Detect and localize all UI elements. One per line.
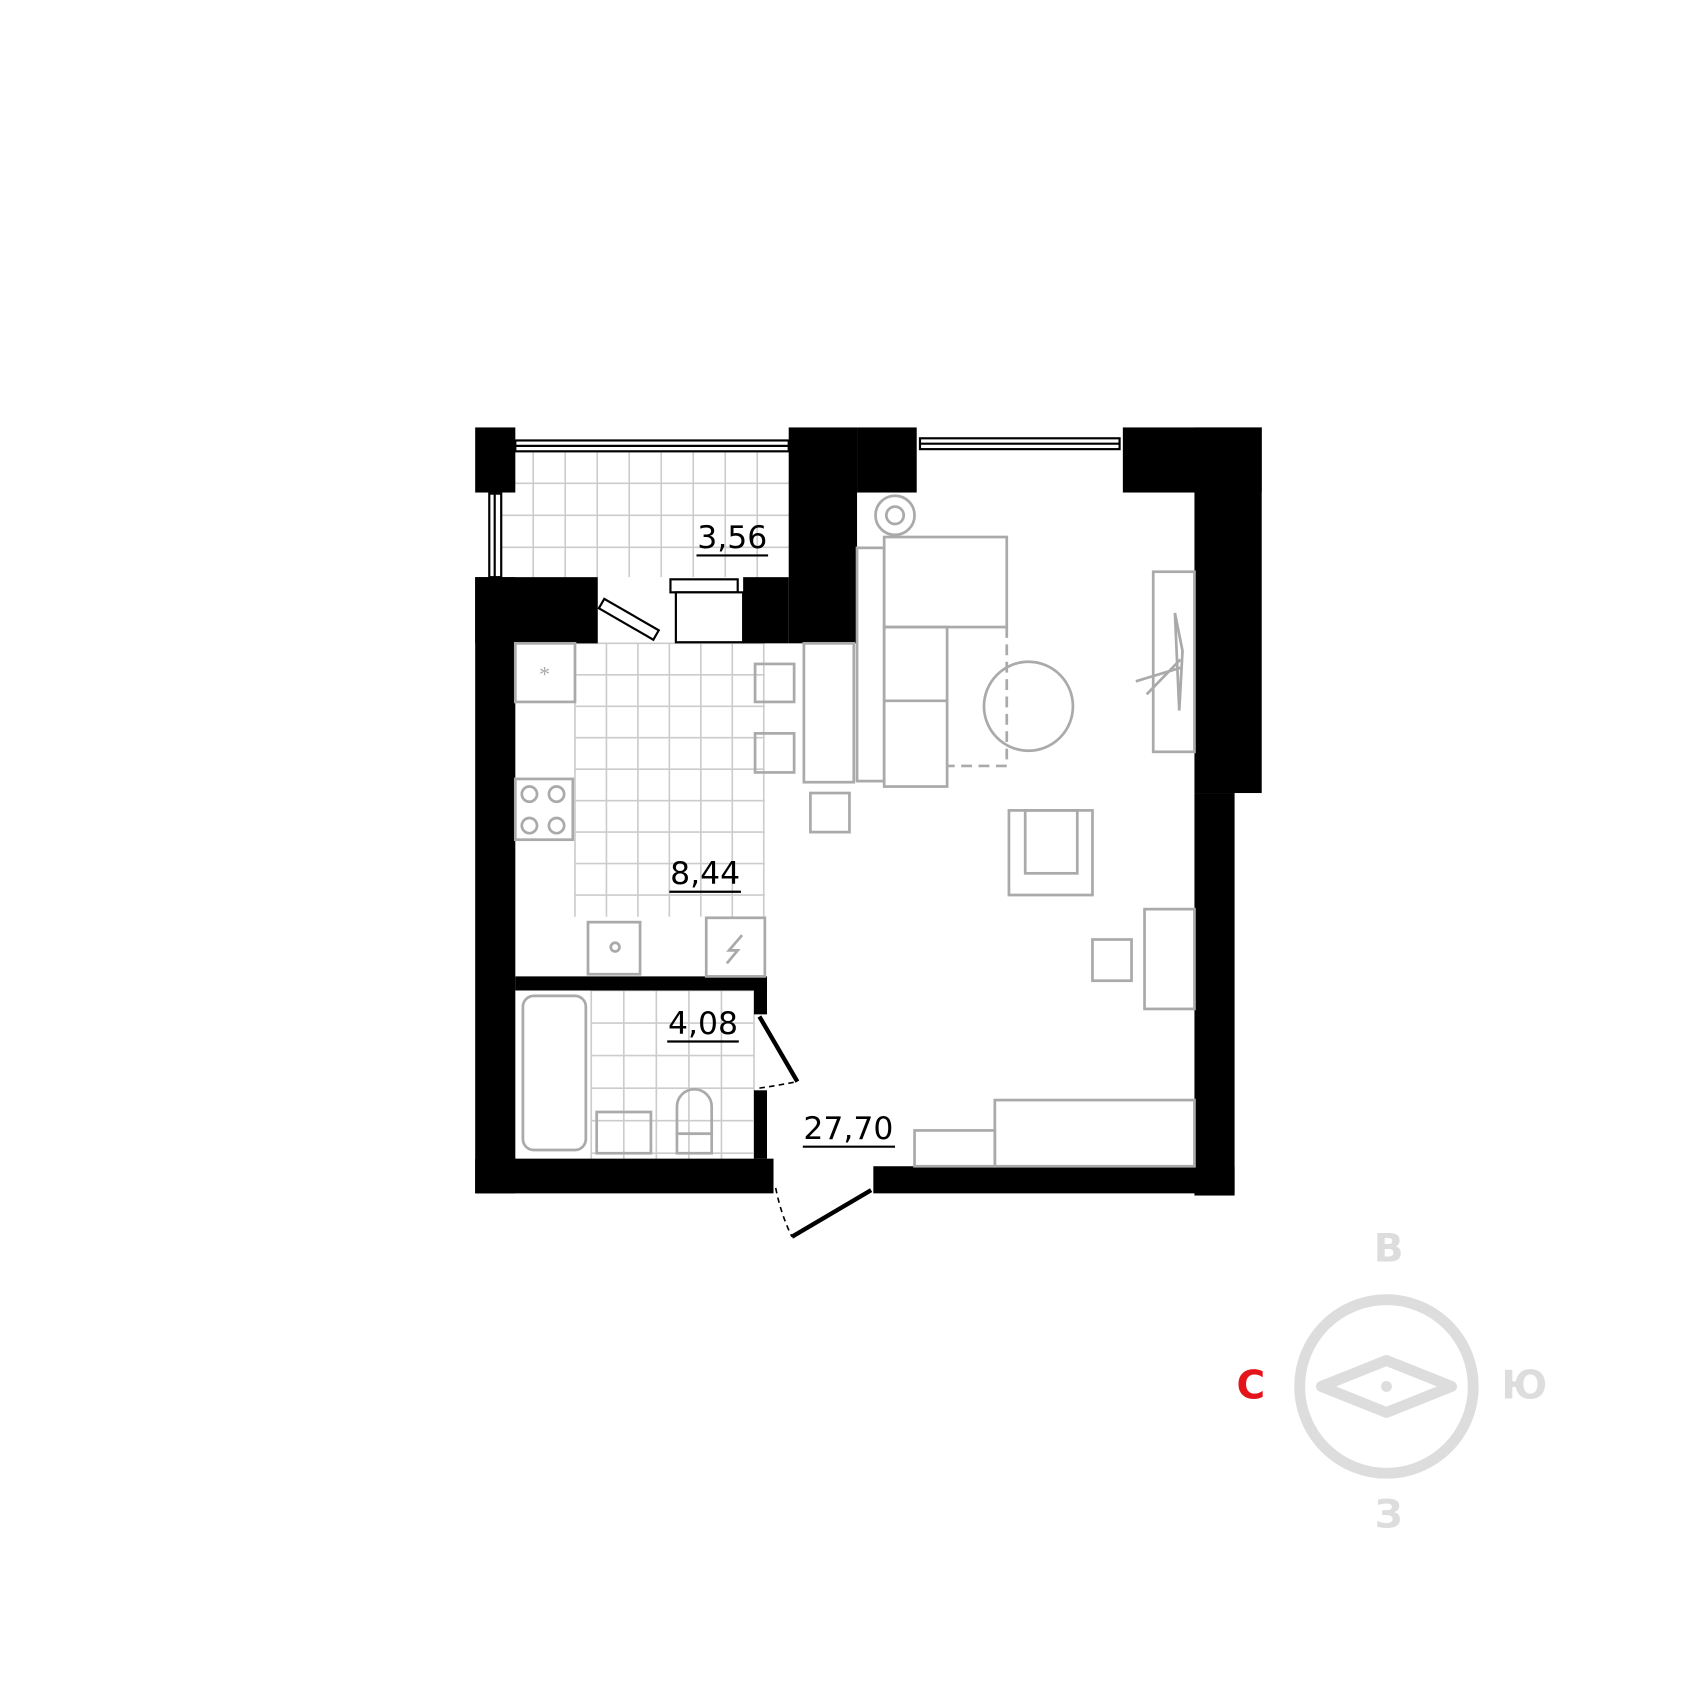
compass-west: З xyxy=(1375,1493,1403,1538)
furniture: * xyxy=(513,494,1196,1168)
windows xyxy=(488,437,1121,644)
compass-east: В xyxy=(1374,1227,1404,1272)
kitchen-area: 8,44 xyxy=(670,856,740,892)
living-room-area: 27,70 xyxy=(803,1111,893,1147)
compass-needle-icon xyxy=(1315,1355,1457,1418)
compass-ring xyxy=(1294,1294,1479,1479)
walls xyxy=(475,427,1262,1196)
compass: В С Ю З xyxy=(1237,1227,1548,1538)
bathroom-area: 4,08 xyxy=(668,1006,738,1042)
compass-south: Ю xyxy=(1501,1363,1547,1408)
balcony-area: 3,56 xyxy=(697,520,767,556)
floor-tiles xyxy=(500,450,789,1159)
compass-north: С xyxy=(1237,1363,1266,1408)
area-labels: 3,56 8,44 4,08 27,70 xyxy=(667,520,896,1148)
svg-text:*: * xyxy=(539,662,550,686)
doors xyxy=(757,1015,873,1239)
